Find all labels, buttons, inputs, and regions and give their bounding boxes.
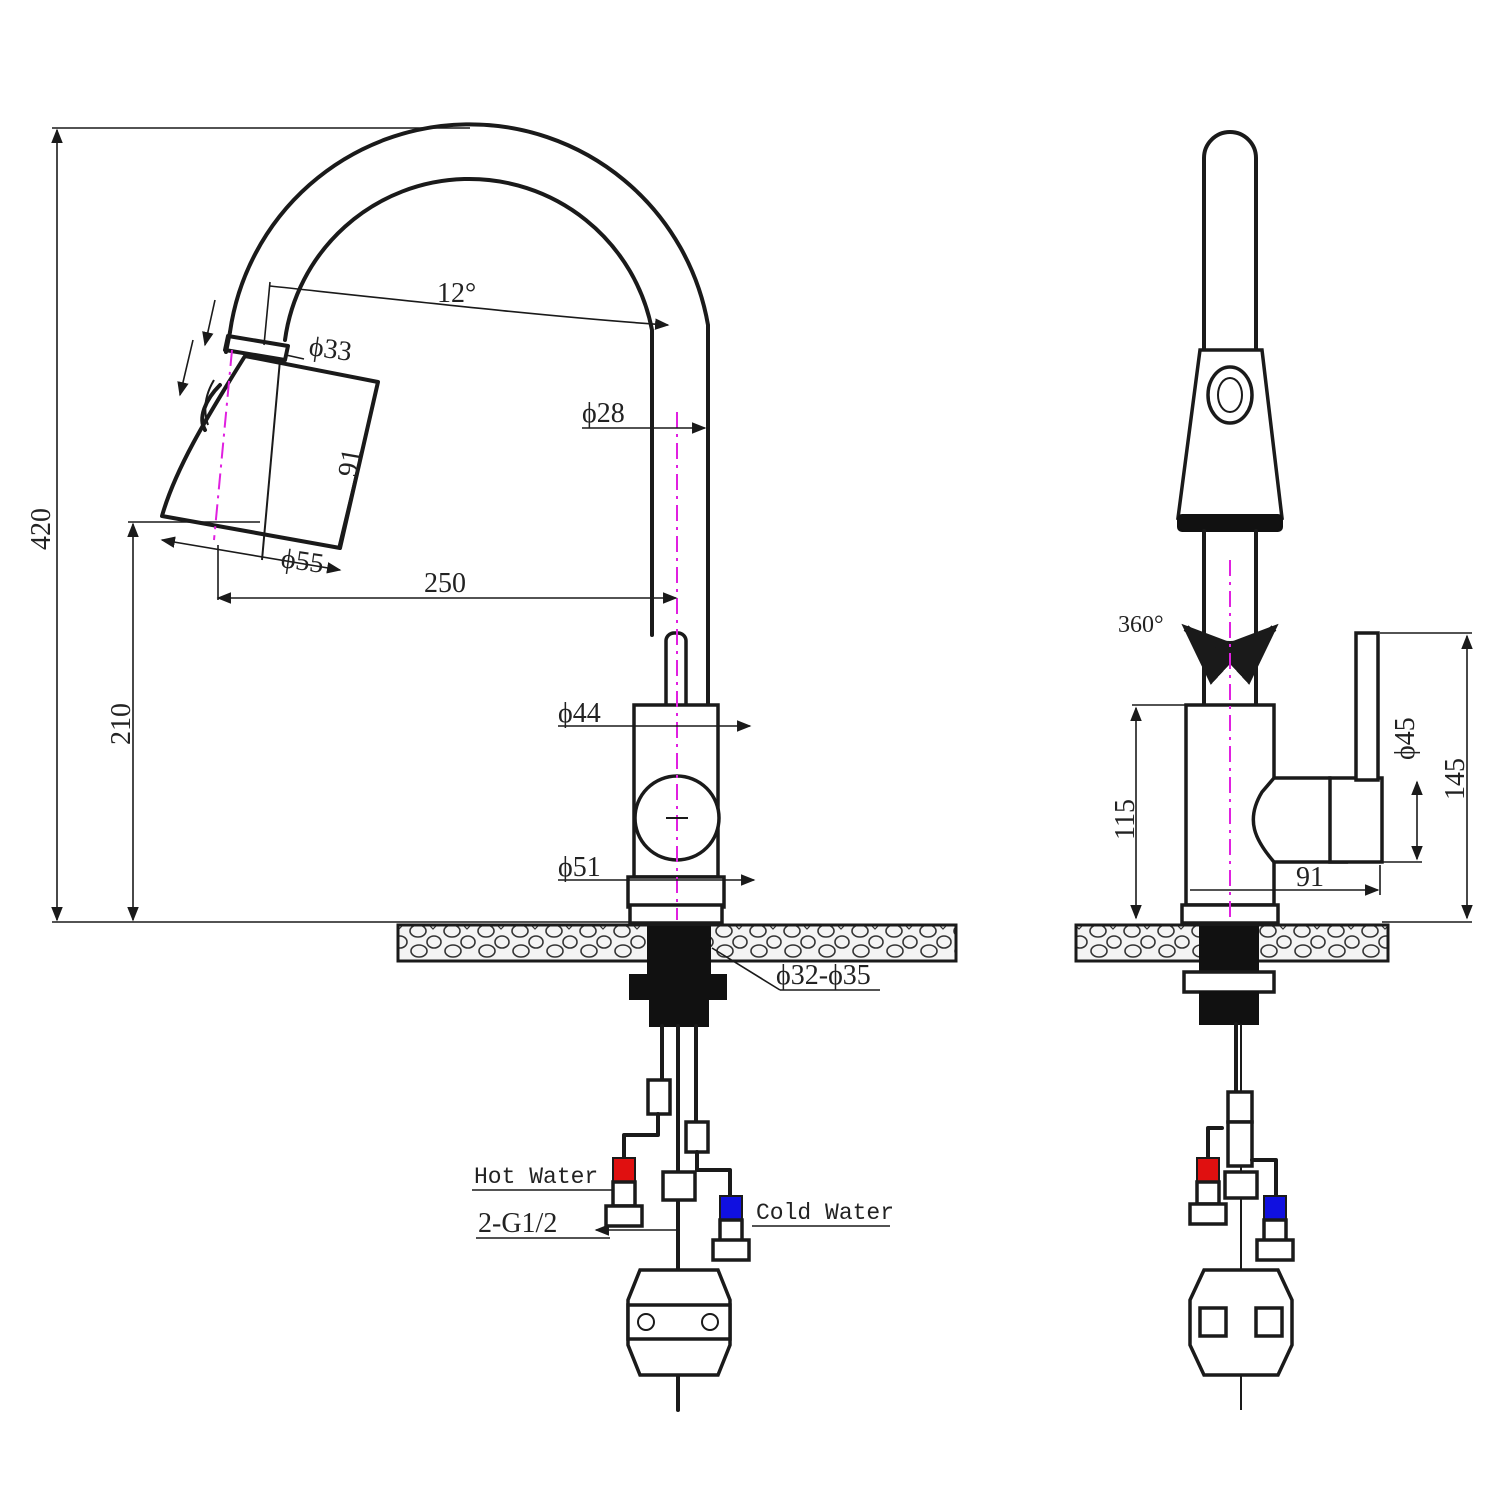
label-hot-water: Hot Water: [474, 1164, 598, 1190]
side-view: 420 210 12° ϕ33 91 ϕ55 250 ϕ28 ϕ44 ϕ51 ϕ…: [26, 122, 958, 1412]
dim-head-length: 91: [332, 446, 367, 479]
counterweight-band: [626, 1303, 732, 1341]
dim-tube-dia: ϕ28: [582, 398, 625, 429]
cold-valve-front: [1263, 1195, 1287, 1221]
spout-inner: [283, 176, 654, 637]
hot-valve-front: [1196, 1157, 1220, 1183]
dim-body-height: 115: [1110, 799, 1141, 840]
spout-outer: [228, 122, 710, 707]
mount-shank: [647, 926, 711, 978]
cold-valve-nut: [711, 1238, 751, 1262]
dim-head-bottom-dia: ϕ55: [279, 543, 326, 580]
dim-spout-height: 210: [106, 703, 137, 745]
dim-head-top-dia: ϕ33: [307, 331, 354, 368]
dim-handle-reach: 91: [1296, 862, 1324, 893]
spout-tube-front: [1202, 130, 1258, 357]
dim-body-dia: ϕ44: [558, 698, 601, 729]
mount-bolt-front: [1199, 991, 1259, 1025]
spray-head: [160, 330, 380, 561]
dim-rotation: 360°: [1118, 612, 1164, 638]
spray-button: [1206, 365, 1254, 425]
dim-base-dia: ϕ51: [558, 852, 601, 883]
mount-shank-front: [1199, 926, 1259, 976]
handle-cap: [1328, 776, 1384, 864]
hoses-left: [622, 1024, 732, 1412]
dim-hole-dia: ϕ32-ϕ35: [776, 960, 871, 991]
cold-valve-cap: [719, 1195, 743, 1221]
front-view: 360° 115 ϕ45 145 91: [1074, 130, 1473, 1410]
dim-reach: 250: [424, 568, 466, 599]
hot-valve-cap: [612, 1157, 636, 1183]
hot-valve-body: [611, 1180, 637, 1208]
dim-handle-dia: ϕ45: [1390, 717, 1421, 760]
label-cold-water: Cold Water: [756, 1200, 894, 1226]
handle-lever: [1354, 631, 1380, 782]
dim-handle-height: 145: [1440, 758, 1471, 800]
dim-height-total: 420: [26, 508, 57, 550]
mount-nut: [629, 974, 727, 1000]
mount-bolt: [649, 997, 709, 1027]
spray-nozzle: [1177, 514, 1283, 532]
handle-front: [1251, 776, 1349, 864]
mount-nut-front: [1182, 970, 1276, 994]
dim-tilt-angle: 12°: [437, 278, 476, 309]
label-thread: 2-G1/2: [478, 1208, 557, 1239]
counterweight-front: [1188, 1268, 1294, 1377]
centerline-head: [213, 349, 233, 541]
hot-valve-nut: [604, 1204, 644, 1228]
